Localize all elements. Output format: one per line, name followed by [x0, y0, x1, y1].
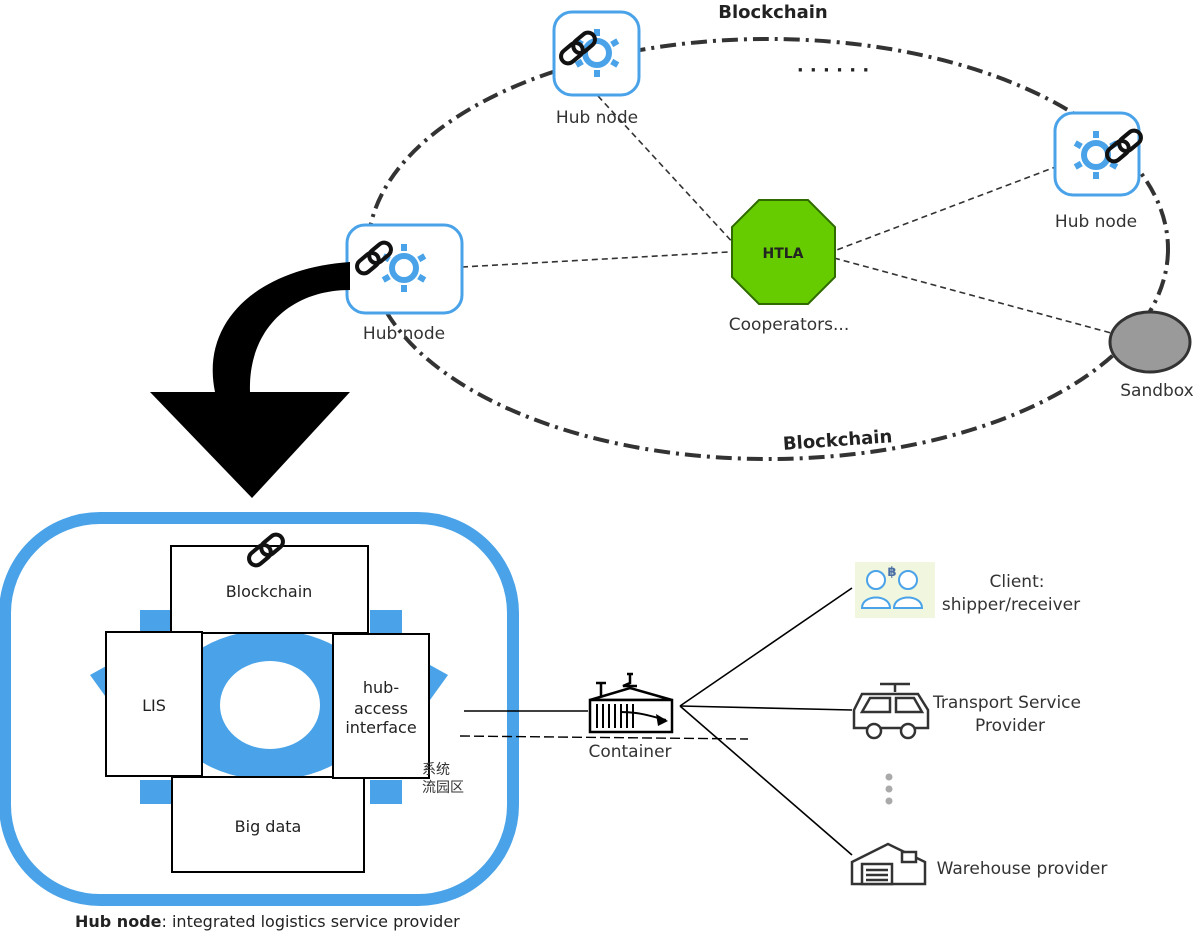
warehouse-icon — [850, 842, 927, 886]
client-node[interactable]: ฿ Client: shipper/receiver — [855, 562, 1080, 618]
hub-node-top[interactable]: Hub node — [552, 10, 641, 128]
node-connectors — [461, 95, 1149, 344]
big-data-label: Big data — [235, 817, 302, 836]
hub-access-line-3: interface — [345, 718, 416, 737]
hub-access-line-1: hub- — [363, 678, 399, 697]
hub-frame — [1053, 111, 1141, 197]
lis-box — [105, 631, 203, 777]
transport-node[interactable]: Transport Service Provider — [852, 682, 1081, 740]
overlap-text-1: 系统 — [422, 762, 450, 778]
more-providers-dots — [885, 773, 893, 805]
figure-caption: Hub node: integrated logistics service p… — [75, 912, 460, 931]
warehouse-label: Warehouse provider — [937, 859, 1108, 879]
blockchain-label-top: Blockchain — [718, 2, 828, 23]
truck-icon — [852, 682, 930, 740]
blockchain-box — [170, 545, 369, 634]
container-node[interactable]: Container — [588, 672, 674, 762]
overlap-text-2: 流园区 — [422, 780, 464, 796]
hub-node-right[interactable]: Hub node — [1053, 111, 1146, 232]
zoom-arrow — [150, 262, 350, 498]
caption-rest: : integrated logistics service provider — [161, 912, 460, 931]
hub-frame — [345, 223, 464, 315]
sandbox-disc — [1108, 310, 1192, 374]
sandbox-node[interactable]: Sandbox — [1108, 310, 1194, 401]
svg-text:฿: ฿ — [887, 565, 896, 580]
caption-bold: Hub node — [75, 912, 162, 931]
hub-node-label: Hub node — [363, 324, 445, 344]
hub-access-interface-box — [332, 633, 430, 779]
blockchain-box-label: Blockchain — [226, 582, 313, 601]
hub-node-left[interactable]: Hub node — [345, 223, 464, 344]
client-label-line-1: Client: — [990, 572, 1045, 592]
cooperators-label: Cooperators... — [729, 315, 849, 335]
transport-label-line-2: Provider — [975, 716, 1045, 736]
client-users-icon: ฿ — [855, 562, 935, 618]
hub-frame — [552, 10, 641, 97]
sandbox-label: Sandbox — [1120, 381, 1194, 401]
transport-label-line-1: Transport Service — [932, 693, 1081, 713]
container-label: Container — [588, 742, 671, 762]
hub-access-line-2: access — [354, 699, 408, 718]
connector-dashed — [459, 735, 749, 740]
big-data-box — [171, 776, 365, 873]
htla-node[interactable]: HTLA Cooperators... — [729, 199, 849, 335]
warehouse-node[interactable]: Warehouse provider — [850, 842, 1108, 886]
hub-node-label: Hub node — [556, 108, 638, 128]
hub-node-label: Hub node — [1055, 212, 1137, 232]
client-label-line-2: shipper/receiver — [942, 595, 1080, 615]
htla-label: HTLA — [762, 246, 803, 262]
blockchain-ring — [366, 37, 1170, 461]
lis-label: LIS — [142, 696, 166, 715]
gear-background — [90, 610, 448, 804]
container-fan-lines — [679, 587, 853, 856]
container-icon — [588, 672, 674, 734]
htla-octagon — [731, 199, 836, 305]
ellipsis-more-nodes: · · · · · · — [797, 60, 869, 81]
